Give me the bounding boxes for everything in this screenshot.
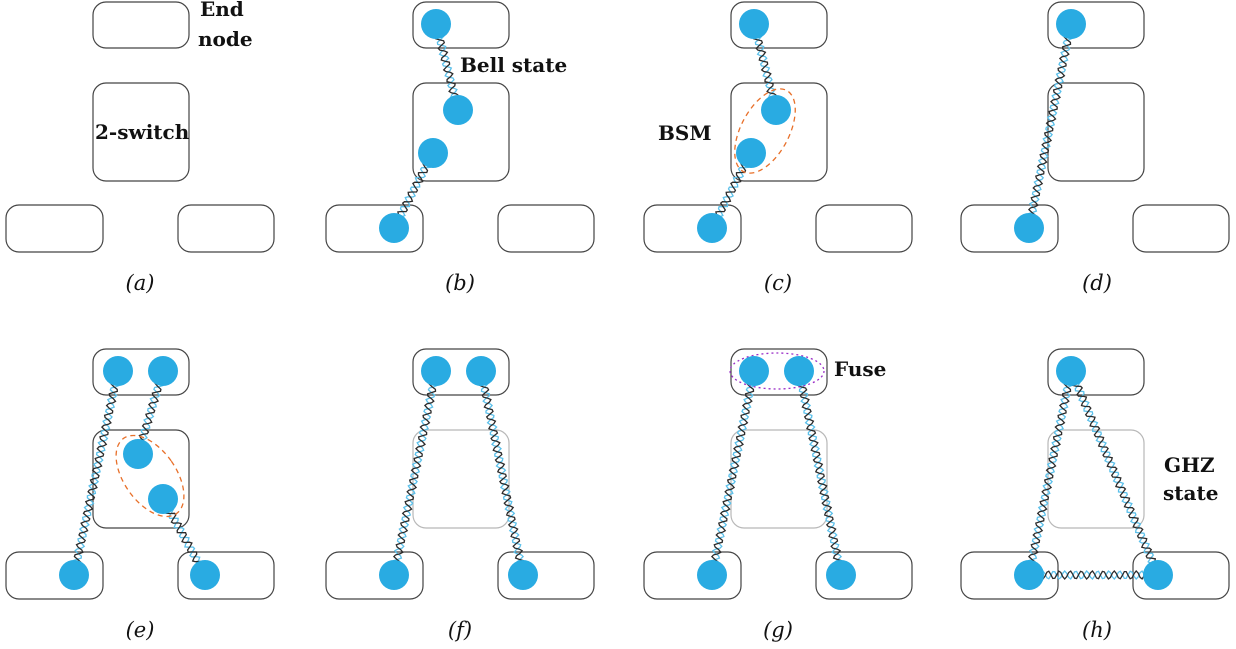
ghz-state-label-line1: GHZ	[1164, 453, 1215, 477]
panel-h-qubit-right	[1143, 560, 1173, 590]
panel-c-bsm-outline	[734, 88, 796, 174]
panel-h-ghz-link-right-strand-light	[1069, 370, 1162, 575]
panel-h-ghz-link-right-strand-dark	[1067, 370, 1161, 577]
bsm-label: BSM	[658, 121, 712, 145]
panel-a-end-node-left	[5, 204, 104, 253]
panel-c-bell-pair-top	[750, 23, 780, 111]
panel-c-qubit-top	[739, 9, 769, 39]
panel-b-qubit-switch-2	[418, 138, 448, 168]
panel-d-bell-pair-swapped-strand-dark	[1025, 23, 1075, 229]
panel-f-bell-pair-left-strand-dark	[390, 370, 440, 576]
panel-a-caption: (a)	[126, 271, 155, 295]
panel-d-qubit-top	[1056, 9, 1086, 39]
panel-h-ghz-link-left-strand-dark	[1025, 370, 1075, 576]
panel-e-qubit-top-1	[103, 356, 133, 386]
panel-f-qubit-top-1	[421, 356, 451, 386]
panel-h-qubit-top	[1056, 356, 1086, 386]
panel-f-bell-pair-left-strand-light	[389, 370, 441, 576]
panel-f-qubit-left	[379, 560, 409, 590]
panel-g-qubit-right	[826, 560, 856, 590]
panel-b-end-node-right	[497, 204, 595, 253]
fuse-label: Fuse	[834, 357, 886, 381]
panel-g-qubit-top-1	[739, 356, 769, 386]
panel-g-qubit-top-2	[784, 356, 814, 386]
panel-f-caption: (f)	[448, 618, 472, 642]
panel-h-ghz-link-left-strand-light	[1024, 370, 1076, 576]
panel-a-switch-node	[92, 82, 190, 182]
panel-f-switch-node	[412, 429, 510, 529]
panel-g-bell-pair-right-strand-dark	[794, 370, 846, 576]
panel-b-qubit-switch-1	[443, 95, 473, 125]
panel-e-bell-pair-left	[69, 370, 122, 576]
panel-g-bell-pair-left-strand-dark	[708, 370, 758, 576]
panel-g-fuse-outline	[729, 352, 825, 390]
panel-e-caption: (e)	[126, 618, 155, 642]
panel-d-bell-pair-swapped	[1024, 23, 1076, 229]
panel-g-switch-node	[730, 429, 828, 529]
panel-e-qubit-switch-2	[148, 484, 178, 514]
panel-b-qubit-left	[379, 213, 409, 243]
panel-h-ghz-link-right	[1067, 370, 1162, 577]
switch-label: 2-switch	[95, 120, 190, 144]
panel-h-switch-node	[1047, 429, 1145, 529]
panel-c-bell-pair-top-strand-dark	[750, 23, 780, 111]
panel-h-ghz-link-bottom-strand-light	[1028, 569, 1159, 581]
panel-h-ghz-link-left	[1024, 370, 1076, 576]
panel-c-bell-pair-top-strand-light	[751, 23, 779, 111]
panel-c-qubit-switch-2	[736, 138, 766, 168]
panel-c-end-node-right	[815, 204, 913, 253]
panel-f-bell-pair-right-strand-light	[477, 370, 527, 576]
panel-g-bell-pair-left	[707, 370, 759, 576]
panel-b-bell-pair-top-strand-dark	[432, 23, 462, 111]
panel-d-bell-pair-swapped-strand-light	[1024, 23, 1076, 229]
panel-b-caption: (b)	[445, 271, 475, 295]
panel-g-bell-pair-left-strand-light	[707, 370, 759, 576]
panel-h-caption: (h)	[1082, 618, 1112, 642]
panel-g-caption: (g)	[763, 618, 793, 642]
panel-d-caption: (d)	[1082, 271, 1112, 295]
panel-d-switch-node	[1047, 82, 1145, 182]
bell-state-label: Bell state	[460, 53, 567, 77]
panel-b-bell-pair-top-strand-light	[433, 23, 461, 111]
panel-d-qubit-left	[1014, 213, 1044, 243]
panel-e-qubit-switch-1	[123, 439, 153, 469]
panel-g-bell-pair-right-strand-light	[795, 370, 845, 576]
panel-f-bell-pair-right-strand-dark	[476, 370, 528, 576]
panel-e-qubit-top-2	[148, 356, 178, 386]
panel-f-bell-pair-left	[389, 370, 441, 576]
panel-e-bell-pair-left-strand-dark	[70, 370, 122, 576]
panel-e-qubit-left	[59, 560, 89, 590]
panel-f-bell-pair-right	[476, 370, 528, 576]
panels-layer	[5, 1, 1230, 600]
panel-h-ghz-link-bottom-strand-dark	[1028, 569, 1159, 581]
panel-h-ghz-link-bottom	[1028, 569, 1159, 581]
panel-e-bsm-outline	[115, 434, 185, 518]
panel-g-bell-pair-right	[794, 370, 846, 576]
panel-a-end-node-right	[177, 204, 275, 253]
panel-g-qubit-left	[697, 560, 727, 590]
panel-b-bell-pair-top	[432, 23, 462, 111]
panel-f-qubit-top-2	[466, 356, 496, 386]
panel-b-qubit-top	[421, 9, 451, 39]
end-node-label-line1: End	[200, 0, 244, 21]
panel-c-qubit-left	[697, 213, 727, 243]
panel-c-caption: (c)	[764, 271, 792, 295]
panel-f-qubit-right	[508, 560, 538, 590]
ghz-state-label-line2: state	[1163, 481, 1218, 505]
panel-e-qubit-right	[190, 560, 220, 590]
panel-h-qubit-left	[1014, 560, 1044, 590]
panel-c-qubit-switch-1	[761, 95, 791, 125]
end-node-label-line2: node	[198, 27, 253, 51]
panel-a-end-node-top	[92, 1, 190, 49]
panel-d-end-node-right	[1132, 204, 1230, 253]
